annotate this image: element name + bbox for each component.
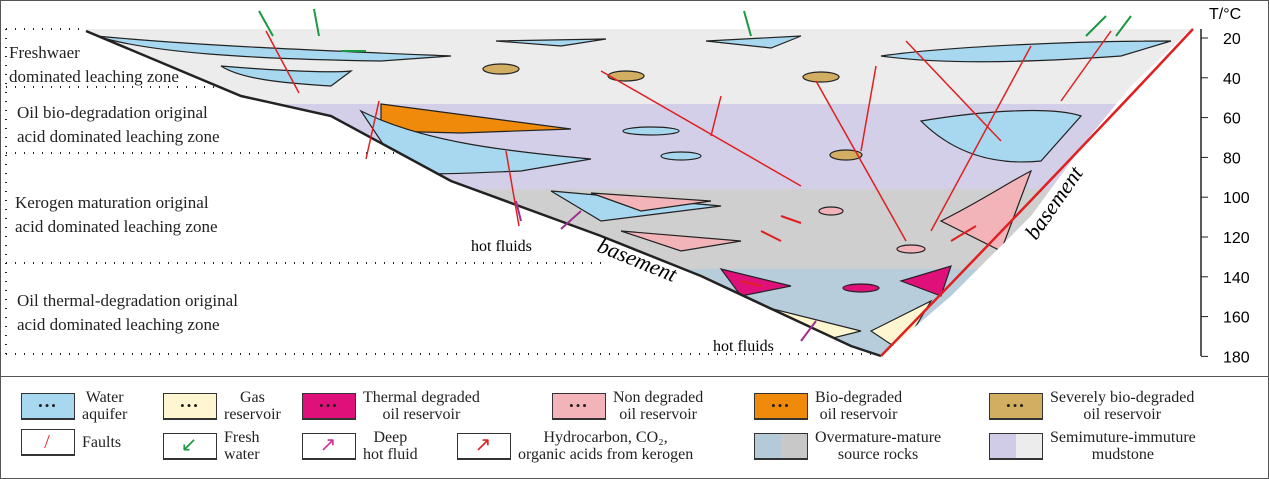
basement-boundary-right bbox=[880, 28, 1194, 357]
legend-swatch: ↙ bbox=[163, 432, 217, 460]
legend-label: Bio-degraded bbox=[815, 389, 903, 406]
legend-swatch bbox=[754, 432, 808, 460]
legend-swatch: ↗ bbox=[302, 432, 356, 460]
zone-line: Kerogen maturation original bbox=[15, 193, 209, 212]
legend-label: oil reservoir bbox=[819, 406, 898, 423]
axis-title: T/°C bbox=[1209, 6, 1241, 23]
axis-tick-label: 140 bbox=[1223, 270, 1250, 287]
zone-line: Oil thermal-degradation original bbox=[17, 291, 238, 310]
legend-label: Fresh bbox=[224, 429, 260, 446]
legend-label: Overmature-mature bbox=[815, 429, 942, 446]
legend-label: Deep bbox=[373, 429, 408, 446]
legend-label: Water bbox=[85, 389, 124, 406]
zone-thermal-degradation: Oil thermal-degradation original acid dom… bbox=[17, 289, 238, 337]
legend-label: Semimuture-immuture bbox=[1050, 429, 1196, 446]
zone-line: dominated leaching zone bbox=[9, 67, 179, 86]
axis-tick-label: 180 bbox=[1223, 349, 1250, 366]
axis-tick-label: 40 bbox=[1223, 71, 1241, 88]
legend-label: oil reservoir bbox=[1083, 406, 1162, 423]
zone-line: acid dominated leaching zone bbox=[15, 217, 218, 236]
axis-tick-label: 100 bbox=[1223, 190, 1250, 207]
legend-swatch: ••• bbox=[21, 392, 75, 420]
legend-label: Non degraded bbox=[613, 389, 704, 406]
axis-tick-label: 60 bbox=[1223, 111, 1241, 128]
zone-line: acid dominated leaching zone bbox=[17, 127, 220, 146]
legend-swatch: ••• bbox=[552, 392, 606, 420]
axis-tick-label: 80 bbox=[1223, 150, 1241, 167]
zone-bio-degradation: Oil bio-degradation original acid dominat… bbox=[17, 101, 220, 149]
legend-label: hot fluid bbox=[363, 446, 418, 463]
legend-swatch: ••• bbox=[163, 392, 217, 420]
hot-fluids-label-2: hot fluids bbox=[713, 338, 774, 355]
zone-boundaries bbox=[5, 28, 871, 355]
basement-boundary-left bbox=[85, 29, 882, 358]
legend-label: reservoir bbox=[224, 406, 281, 423]
zone-line: Freshwaer bbox=[9, 43, 80, 62]
axis-tick-label: 120 bbox=[1223, 230, 1250, 247]
legend-label: Thermal degraded bbox=[363, 389, 480, 406]
axis-ticks: 20 40 60 80 100 120 140 160 180 bbox=[1201, 31, 1250, 366]
legend-label: organic acids from kerogen bbox=[518, 446, 694, 463]
zone-line: Oil bio-degradation original bbox=[17, 103, 208, 122]
hot-fluids-label-1: hot fluids bbox=[471, 238, 532, 255]
zone-kerogen: Kerogen maturation original acid dominate… bbox=[15, 191, 218, 239]
legend-label: oil reservoir bbox=[619, 406, 697, 423]
legend-label: Hydrocarbon, CO₂, bbox=[543, 429, 668, 446]
legend-swatch: ••• bbox=[989, 392, 1043, 420]
legend-label: water bbox=[224, 446, 260, 463]
legend-label: mudstone bbox=[1091, 446, 1154, 463]
faults bbox=[265, 30, 1112, 242]
legend-item: ↗ Hydrocarbon, CO₂,organic acids from ker… bbox=[457, 429, 693, 463]
flow-arrows bbox=[258, 8, 1132, 342]
legend-item: / Faults bbox=[21, 429, 121, 456]
legend-swatch: / bbox=[21, 429, 75, 456]
legend-label: source rocks bbox=[837, 446, 919, 463]
legend-label: aquifer bbox=[82, 406, 128, 423]
zone-freshwater: Freshwaer dominated leaching zone bbox=[9, 41, 179, 89]
legend-label: oil reservoir bbox=[382, 406, 461, 423]
axis-tick-label: 20 bbox=[1223, 31, 1241, 48]
legend-swatch: ↗ bbox=[457, 432, 511, 460]
legend-swatch: ••• bbox=[302, 392, 356, 420]
legend-label: Severely bio-degraded bbox=[1050, 389, 1195, 406]
zone-line: acid dominated leaching zone bbox=[17, 315, 220, 334]
axis-tick-label: 160 bbox=[1223, 310, 1250, 327]
legend-swatch bbox=[989, 432, 1043, 460]
legend-label: Faults bbox=[82, 434, 122, 451]
legend-label: Gas bbox=[239, 389, 265, 406]
legend-swatch: ••• bbox=[754, 392, 808, 420]
